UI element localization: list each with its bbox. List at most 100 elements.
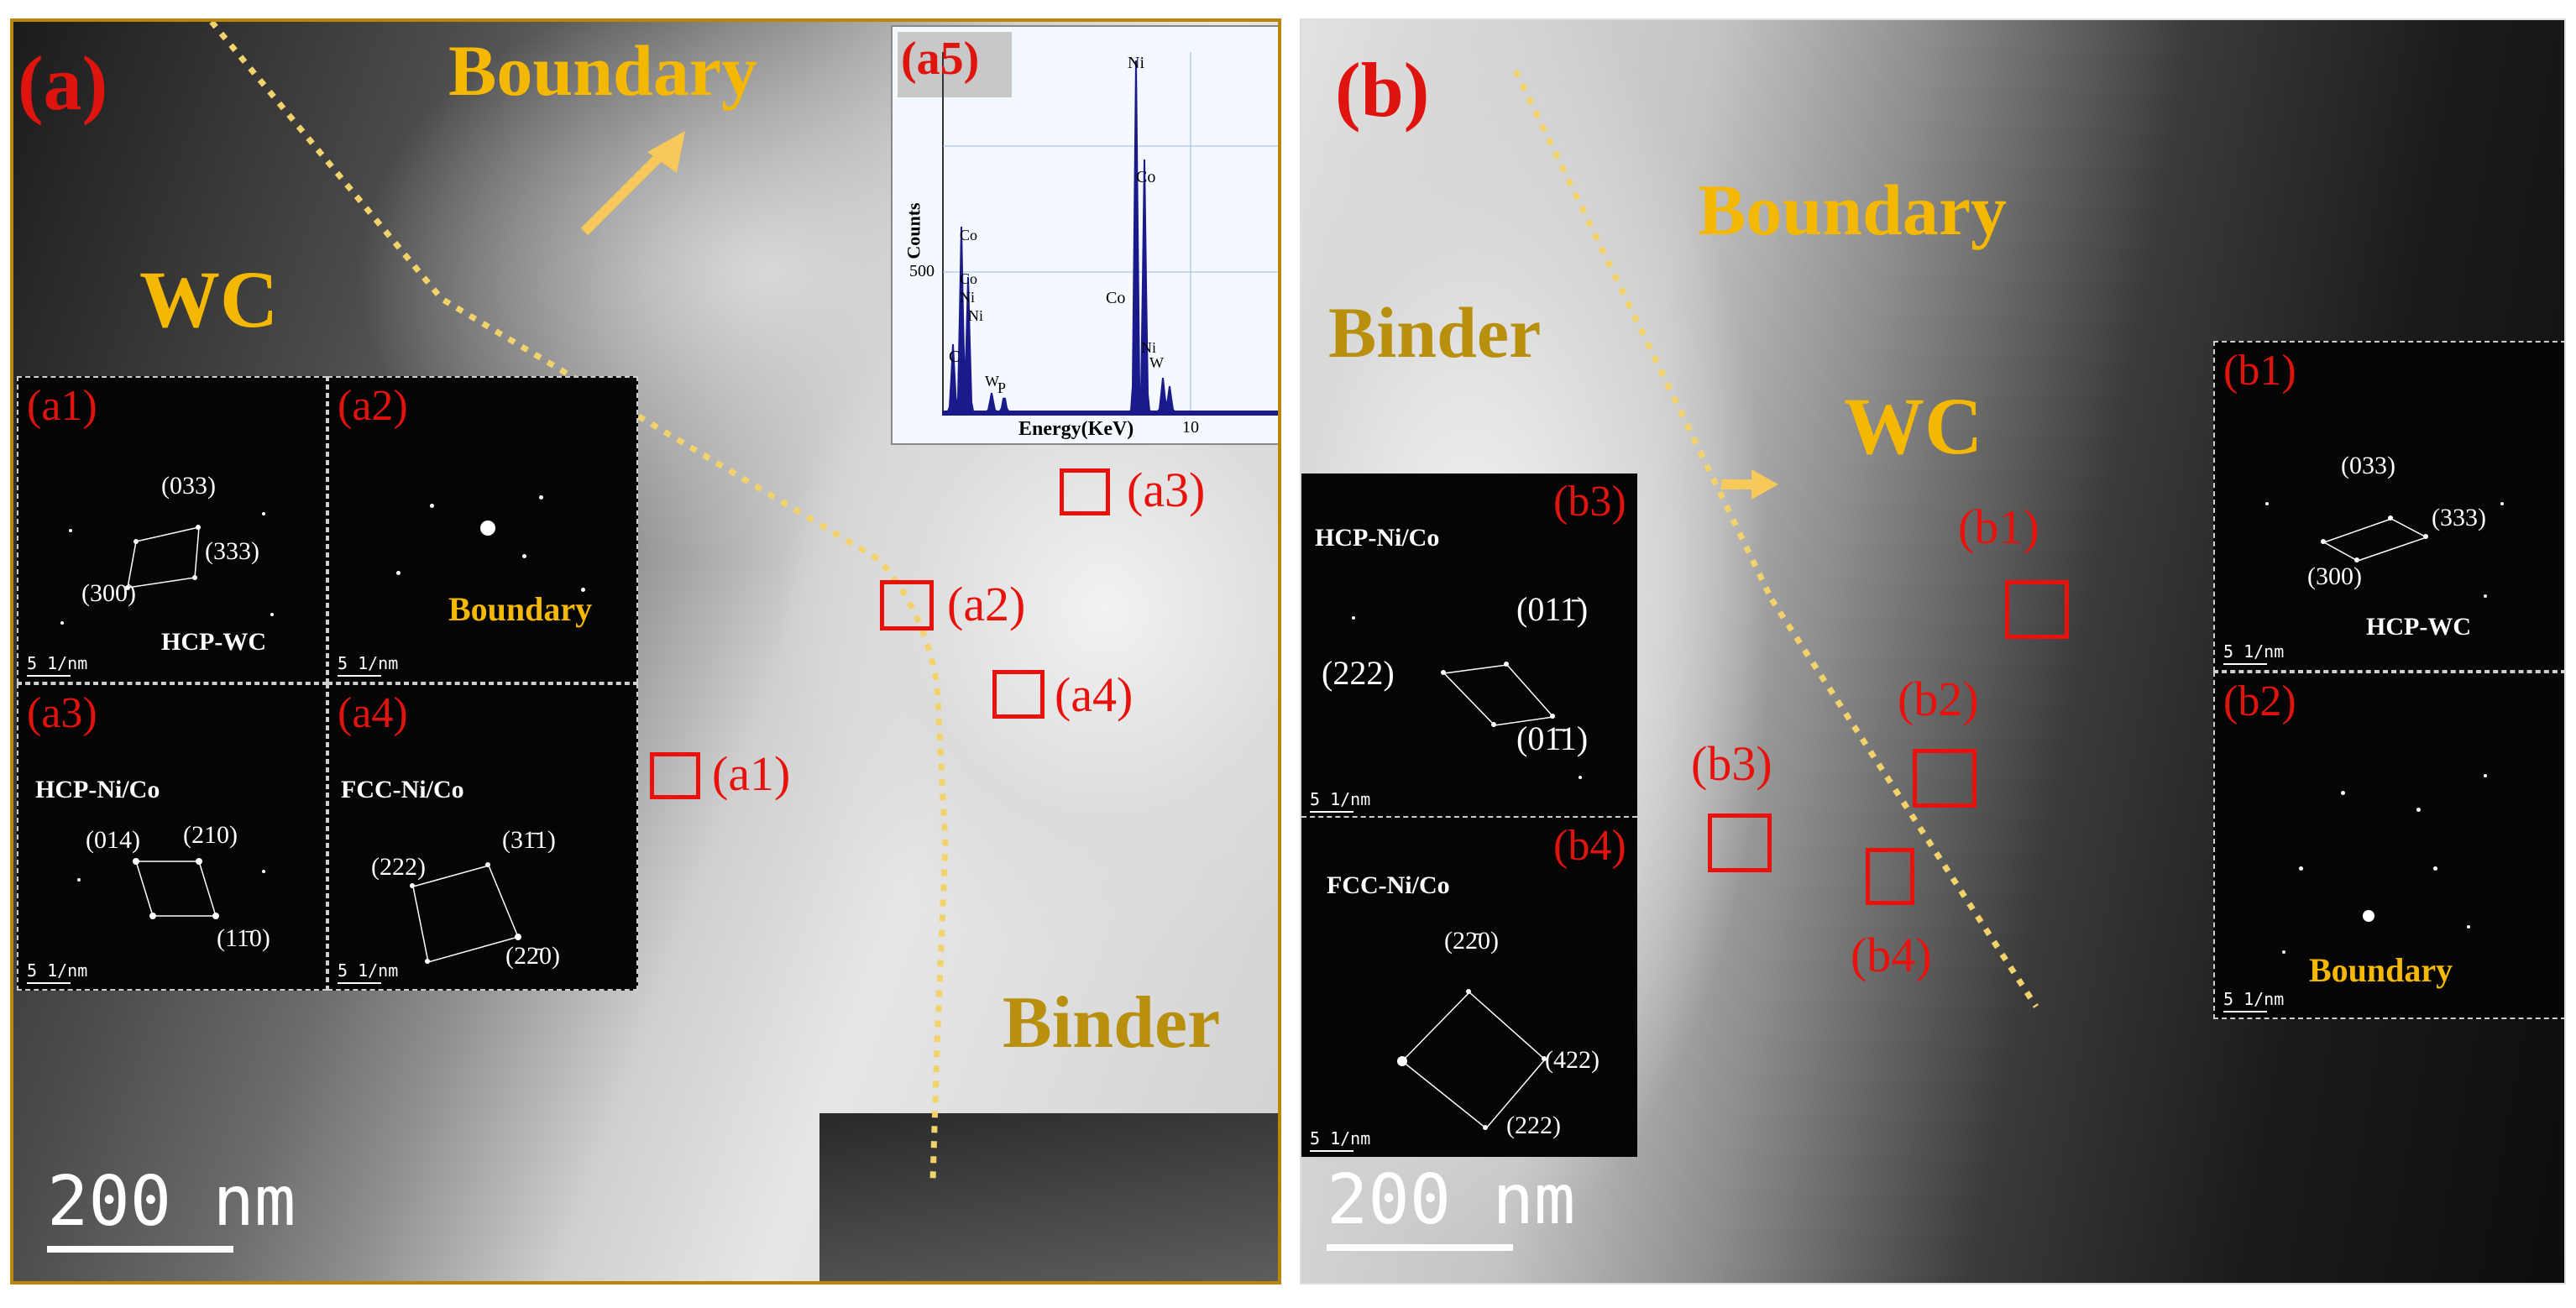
diffraction-spot — [396, 571, 401, 575]
panel-label-b: (b) — [1335, 47, 1430, 133]
inset-scale-text: 5 1/nm — [2223, 641, 2285, 662]
inset-tag-a3: (a3) — [27, 689, 97, 737]
roi-box-a2 — [880, 580, 934, 630]
scale-bar-b — [1327, 1244, 1513, 1251]
diffraction-spot — [2265, 502, 2269, 505]
inset-tag-b1: (b1) — [2223, 347, 2296, 395]
miller-index: (22̄0) — [1444, 927, 1499, 955]
miller-index: (333) — [2432, 504, 2486, 531]
roi-box-a4 — [992, 670, 1045, 719]
miller-index: (210) — [183, 821, 238, 849]
diffraction-spot — [430, 504, 434, 508]
eds-peak-label: C — [949, 348, 961, 366]
saed-inset-b4: (b4) FCC-Ni/Co (22̄0) (422) (222) 5 1/nm — [1301, 818, 1637, 1157]
wc-label-a: WC — [139, 254, 279, 344]
roi-label-b1: (b1) — [1958, 500, 2039, 554]
diffraction-spot — [2484, 594, 2487, 598]
diffraction-spot — [2321, 539, 2326, 544]
diffraction-spot — [270, 613, 274, 616]
eds-peak-label: Co — [960, 270, 978, 287]
inset-scale-bar — [27, 675, 71, 677]
inset-tag-b3: (b3) — [1553, 478, 1626, 526]
miller-index: (222) — [1322, 654, 1395, 692]
roi-label-a4: (a4) — [1055, 667, 1134, 722]
diffraction-spot — [133, 858, 139, 865]
dark-grain-region — [819, 1113, 1278, 1281]
eds-ylabel: Counts — [903, 202, 924, 259]
eds-peak-label: Ni — [1128, 54, 1144, 72]
phase-label-a4: FCC-Ni/Co — [341, 776, 464, 803]
diffraction-spot — [1550, 714, 1555, 719]
miller-index: (22̄0) — [505, 942, 560, 970]
inset-tag-b4: (b4) — [1553, 822, 1626, 870]
diffraction-spot — [262, 512, 265, 515]
roi-label-a3: (a3) — [1127, 463, 1206, 517]
miller-index: (014) — [86, 826, 140, 854]
diffraction-spot — [581, 588, 585, 592]
inset-scale-bar — [2223, 1011, 2267, 1012]
phase-label-b4: FCC-Ni/Co — [1327, 871, 1450, 899]
diffraction-spot — [1466, 989, 1471, 994]
boundary-label-a: Boundary — [448, 30, 758, 111]
diffraction-spot — [515, 934, 521, 940]
eds-peak-label: Ni — [1141, 339, 1156, 356]
inset-scale-bar — [338, 982, 381, 984]
scale-bar-text-a: 200 nm — [47, 1162, 296, 1242]
eds-xlabel: Energy(KeV) — [1018, 418, 1134, 440]
eds-peak-label: Ni — [968, 307, 983, 324]
diffraction-spot — [2388, 515, 2393, 521]
boundary-label-a2: Boundary — [448, 590, 593, 628]
binder-label-b: Binder — [1328, 292, 1542, 373]
scale-bar-a — [47, 1246, 233, 1253]
panel-label-a: (a) — [18, 40, 108, 126]
inset-scale-bar — [2223, 663, 2267, 665]
boundary-trace-b — [1512, 69, 2039, 1008]
diffraction-spot — [196, 858, 202, 865]
diffraction-spot — [125, 585, 130, 590]
eds-tag: (a5) — [901, 33, 980, 85]
diffraction-spot — [192, 575, 197, 580]
diffraction-spot — [2423, 534, 2428, 539]
diffraction-spot — [539, 495, 543, 500]
inset-tag-a2: (a2) — [338, 382, 408, 430]
diffraction-spot — [2467, 925, 2470, 929]
miller-index: (222) — [371, 853, 426, 881]
diffraction-spot — [2354, 557, 2359, 562]
diffraction-spot — [196, 525, 201, 530]
phase-label-b1: HCP-WC — [2366, 613, 2471, 641]
diffraction-spot — [1542, 1056, 1547, 1061]
roi-box-a3 — [1060, 468, 1110, 515]
roi-box-b3 — [1708, 814, 1772, 872]
scale-bar-text-b: 200 nm — [1327, 1160, 1576, 1240]
diffraction-spot — [485, 862, 490, 867]
inset-scale-text: 5 1/nm — [1310, 789, 1371, 809]
diffraction-spot — [2484, 774, 2487, 777]
diffraction-spot — [425, 959, 430, 964]
miller-index: (300) — [81, 579, 136, 607]
miller-index: (222) — [1506, 1112, 1561, 1139]
inset-scale-text: 5 1/nm — [27, 960, 88, 981]
diffraction-spot — [1579, 776, 1582, 779]
miller-index: (033) — [161, 472, 216, 500]
inset-scale-bar — [1310, 1150, 1353, 1152]
diffraction-spot — [1483, 1125, 1488, 1130]
diffraction-spot — [1504, 662, 1509, 667]
miller-index: (333) — [205, 537, 259, 565]
boundary-label-b2: Boundary — [2309, 951, 2453, 989]
eds-peak-label: W — [1149, 354, 1164, 371]
inset-scale-text: 5 1/nm — [1310, 1128, 1371, 1148]
eds-peak-label: Ni — [960, 289, 975, 306]
diffraction-spot — [1352, 616, 1355, 620]
diffraction-spot — [262, 870, 265, 873]
tem-panel-a: (a) Boundary WC Binder (a1) (a2) (a3) (a… — [10, 18, 1281, 1284]
miller-index: (31̄1) — [502, 826, 556, 854]
inset-scale-bar — [27, 982, 71, 984]
diffraction-spot — [2341, 791, 2345, 795]
roi-label-b3: (b3) — [1691, 736, 1772, 791]
diffraction-spot — [212, 913, 219, 919]
diffraction-spot — [69, 529, 72, 532]
boundary-trace-a — [209, 22, 949, 1181]
diffraction-spot — [1441, 670, 1446, 675]
diffraction-spot — [410, 883, 415, 888]
diffraction-spot — [134, 539, 139, 544]
